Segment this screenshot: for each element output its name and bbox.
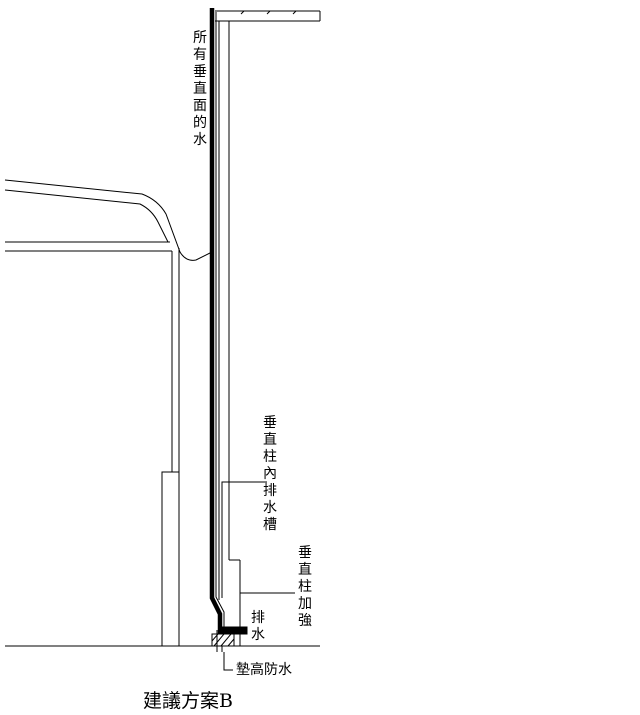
main-column xyxy=(216,21,230,646)
label-raised-waterproofing: 墊高防水 xyxy=(236,662,292,678)
label-column-reinforcement: 垂直柱加強 xyxy=(298,545,312,629)
leader-lines xyxy=(221,481,295,671)
horizontal-beam xyxy=(5,241,172,252)
raised-waterproofing-block xyxy=(211,633,235,652)
slab-edge-ticks xyxy=(240,10,297,15)
left-column xyxy=(161,248,180,647)
label-column-inner-gutter: 垂直柱內排水槽 xyxy=(263,415,277,533)
top-roof-slab xyxy=(215,10,321,22)
label-all-vertical-water: 所有垂直面的水 xyxy=(193,30,207,148)
membrane-inner-line xyxy=(215,12,246,629)
membrane-foot xyxy=(218,626,248,635)
drawing-caption: 建議方案B xyxy=(143,690,233,712)
label-drainage: 排水 xyxy=(251,610,265,643)
column-reinforcement xyxy=(229,559,241,646)
adjacent-curved-roof xyxy=(4,179,213,261)
